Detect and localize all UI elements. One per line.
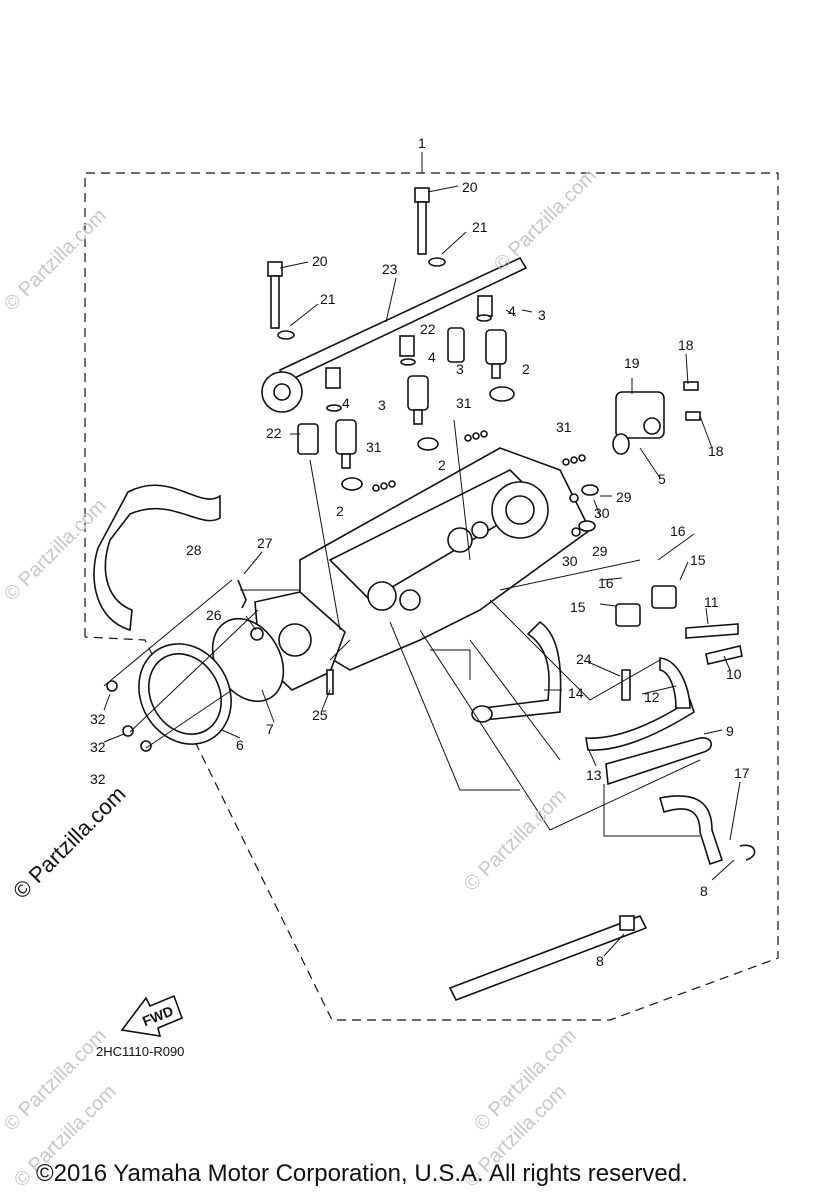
hose-14	[471, 620, 562, 723]
callout-29: 29	[616, 489, 632, 505]
callout-10: 10	[726, 666, 742, 682]
callout-4: 4	[342, 395, 350, 411]
callout-2: 2	[522, 361, 530, 377]
callout-15: 15	[570, 599, 586, 615]
callout-20: 20	[462, 179, 478, 195]
bolt-18	[683, 381, 701, 421]
diagram-code: 2HC1110-R090	[96, 1044, 185, 1059]
washer-21	[277, 257, 446, 340]
callout-17: 17	[734, 765, 750, 781]
screw-32	[106, 680, 152, 752]
callout-21: 21	[320, 291, 336, 307]
small-parts	[237, 430, 599, 695]
callout-6: 6	[236, 737, 244, 753]
callout-29: 29	[592, 543, 608, 559]
callout-16: 16	[670, 523, 686, 539]
callout-8: 8	[596, 953, 604, 969]
sensor-15	[615, 585, 677, 627]
hose-13	[585, 698, 695, 751]
callout-32: 32	[90, 739, 106, 755]
callout-2: 2	[336, 503, 344, 519]
callout-3: 3	[378, 397, 386, 413]
callout-31: 31	[366, 439, 382, 455]
callout-22: 22	[420, 321, 436, 337]
callout-9: 9	[726, 723, 734, 739]
leader-lines	[103, 419, 701, 837]
callout-30: 30	[562, 553, 578, 569]
callout-27: 27	[257, 535, 273, 551]
callout-18: 18	[678, 337, 694, 353]
callout-20: 20	[312, 253, 328, 269]
callout-5: 5	[658, 471, 666, 487]
callout-24: 24	[576, 651, 592, 667]
callout-19: 19	[624, 355, 640, 371]
hose-28	[93, 484, 221, 632]
callout-31: 31	[556, 419, 572, 435]
sensor-19	[615, 391, 665, 439]
fuel-injectors	[326, 314, 507, 469]
callout-4: 4	[428, 349, 436, 365]
callout-21: 21	[472, 219, 488, 235]
fuel-rail	[261, 256, 528, 413]
callout-15: 15	[690, 552, 706, 568]
copyright-notice: ©2016 Yamaha Motor Corporation, U.S.A. A…	[36, 1160, 688, 1187]
callout-26: 26	[206, 607, 222, 623]
spacer-22	[297, 327, 465, 455]
callout-11: 11	[704, 594, 719, 610]
callout-31: 31	[456, 395, 472, 411]
fwd-arrow-icon: FWD	[120, 994, 184, 1037]
callout-2: 2	[438, 457, 446, 473]
callout-16: 16	[598, 575, 614, 591]
callout-12: 12	[644, 689, 660, 705]
callout-32: 32	[90, 711, 106, 727]
cover-assembly	[138, 591, 346, 745]
callout-8: 8	[700, 883, 708, 899]
callout-28: 28	[186, 542, 202, 558]
callout-3: 3	[456, 361, 464, 377]
callout-30: 30	[594, 505, 610, 521]
callout-leaders	[103, 185, 741, 957]
callout-32: 32	[90, 771, 106, 787]
callout-25: 25	[312, 707, 328, 723]
hose-8	[448, 737, 756, 1002]
throttle-body	[299, 447, 592, 671]
callout-18: 18	[708, 443, 724, 459]
o-ring-5	[612, 433, 630, 455]
grommet-2	[341, 386, 515, 491]
callout-7: 7	[266, 721, 274, 737]
callout-4: 4	[508, 303, 516, 319]
callout-22: 22	[266, 425, 282, 441]
hoses-small	[621, 623, 743, 709]
bolt-20	[267, 187, 430, 329]
callout-23: 23	[382, 261, 398, 277]
callout-1: 1	[418, 135, 426, 151]
callout-3: 3	[538, 307, 546, 323]
callout-14: 14	[568, 685, 584, 701]
callout-13: 13	[586, 767, 602, 783]
